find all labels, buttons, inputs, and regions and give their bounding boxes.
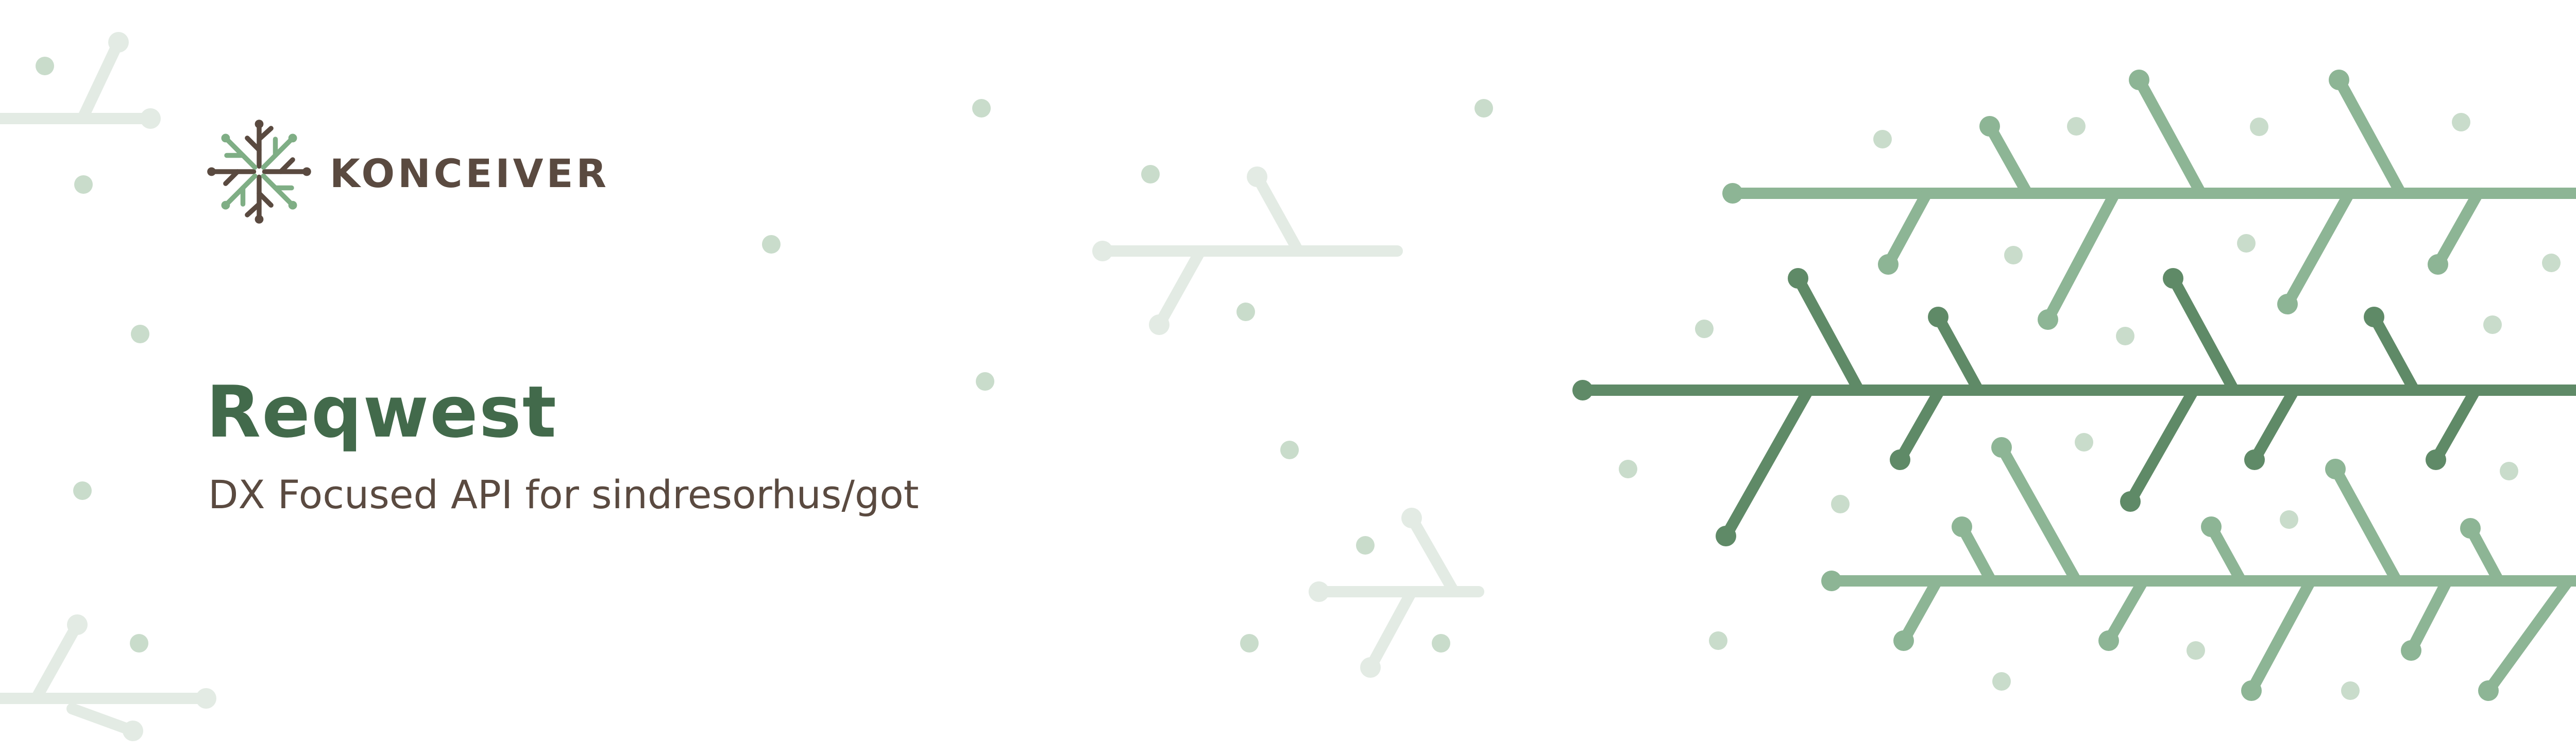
branch-bottom: [1826, 442, 2576, 696]
page-subtitle: DX Focused API for sindresorhus/got: [208, 472, 919, 517]
branch-bottom-nodes: [1821, 437, 2499, 701]
brand-name: KONCEIVER: [330, 151, 609, 196]
konceiver-logo-icon: [207, 120, 311, 224]
branch-middle: [1577, 273, 2576, 542]
faint-branches: [0, 37, 1484, 737]
branch-top: [1727, 74, 2576, 325]
branch-middle-nodes: [1572, 268, 2446, 546]
faint-branch-nodes: [67, 32, 1422, 741]
branch-top-nodes: [1722, 70, 2448, 330]
page-title: Reqwest: [206, 371, 557, 454]
scattered-dots: [36, 57, 2561, 700]
